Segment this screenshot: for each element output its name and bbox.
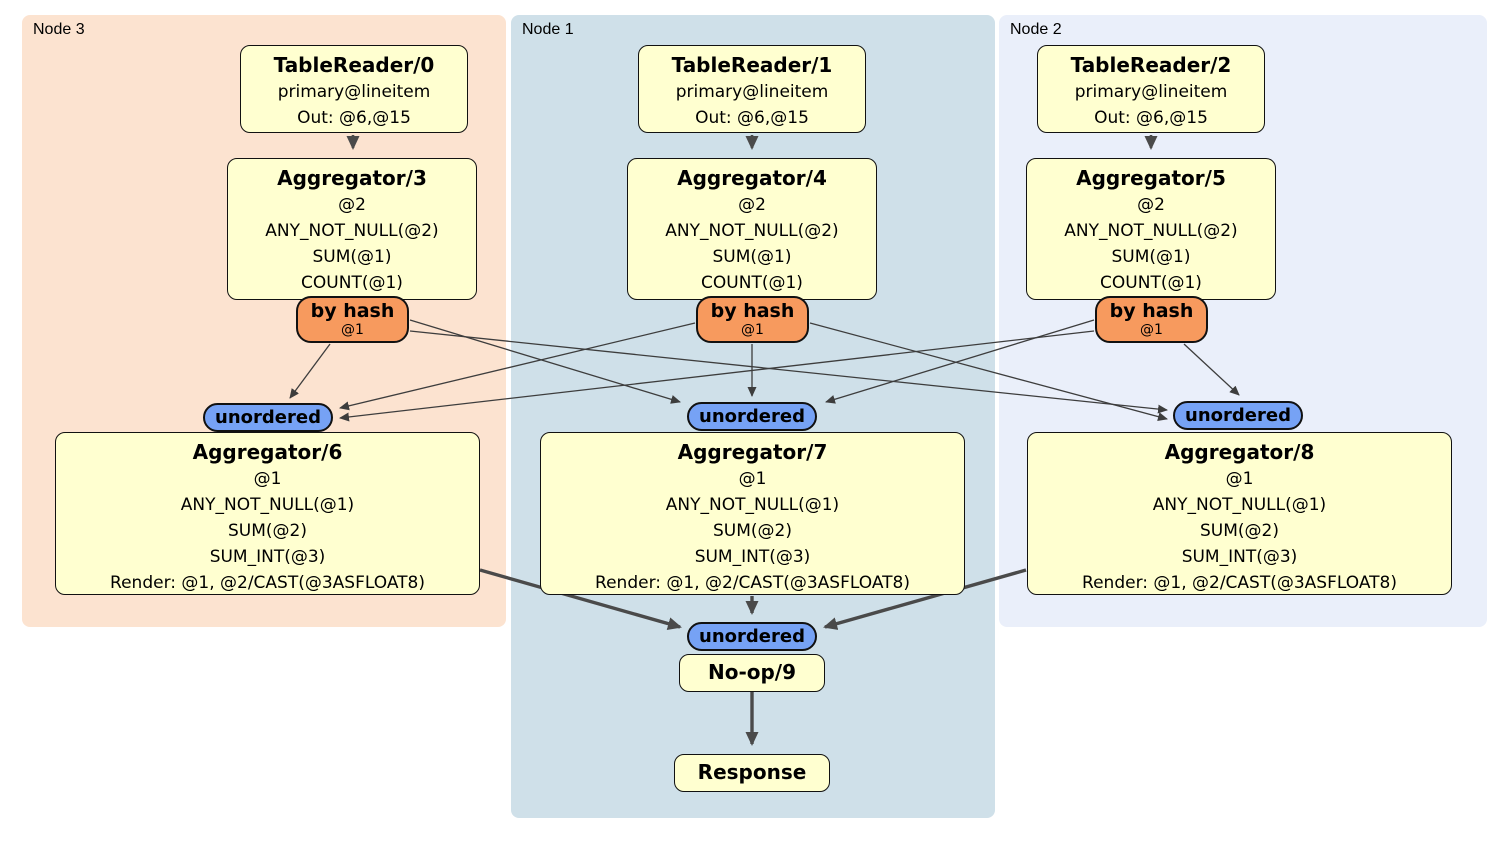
aggregator-5-box: Aggregator/5 @2 ANY_NOT_NULL(@2) SUM(@1)… (1026, 158, 1276, 300)
aggregator-3-title: Aggregator/3 (277, 166, 427, 190)
aggregator-8-row: SUM_INT(@3) (1181, 547, 1298, 567)
aggregator-3-row: @2 (338, 195, 366, 215)
aggregator-8-title: Aggregator/8 (1164, 440, 1315, 464)
by-hash-router-node3: by hash @1 (296, 296, 409, 343)
aggregator-4-row: ANY_NOT_NULL(@2) (665, 221, 839, 241)
by-hash-detail: @1 (1140, 322, 1163, 338)
tablereader-2-index: primary@lineitem (1074, 82, 1228, 102)
unordered-sync-node2: unordered (1173, 401, 1303, 430)
aggregator-6-row: ANY_NOT_NULL(@1) (180, 495, 355, 515)
aggregator-8-row: @1 (1225, 469, 1254, 489)
response-title: Response (697, 760, 807, 784)
aggregator-7-row: SUM_INT(@3) (694, 547, 811, 567)
tablereader-2-title: TableReader/2 (1070, 53, 1232, 77)
tablereader-1-index: primary@lineitem (675, 82, 829, 102)
aggregator-5-row: ANY_NOT_NULL(@2) (1064, 221, 1238, 241)
aggregator-7-row: ANY_NOT_NULL(@1) (665, 495, 840, 515)
by-hash-router-node1: by hash @1 (696, 296, 809, 343)
aggregator-7-row: SUM(@2) (713, 521, 792, 541)
aggregator-4-row: SUM(@1) (712, 247, 792, 267)
tablereader-1-out: Out: @6,@15 (695, 108, 809, 128)
noop-9-title: No-op/9 (707, 660, 797, 684)
aggregator-4-box: Aggregator/4 @2 ANY_NOT_NULL(@2) SUM(@1)… (627, 158, 877, 300)
aggregator-5-row: SUM(@1) (1111, 247, 1191, 267)
tablereader-0-out: Out: @6,@15 (297, 108, 411, 128)
aggregator-4-row: COUNT(@1) (701, 273, 803, 293)
aggregator-6-render-row: Render: @1, @2/CAST(@3ASFLOAT8) (110, 573, 425, 593)
aggregator-8-row: ANY_NOT_NULL(@1) (1152, 495, 1327, 515)
aggregator-3-row: SUM(@1) (312, 247, 392, 267)
aggregator-8-row: SUM(@2) (1200, 521, 1279, 541)
unordered-sync-node3: unordered (203, 403, 333, 432)
noop-9-box: No-op/9 (679, 654, 825, 692)
tablereader-2-box: TableReader/2 primary@lineitem Out: @6,@… (1037, 45, 1265, 133)
tablereader-0-title: TableReader/0 (273, 53, 435, 77)
aggregator-4-row: @2 (738, 195, 766, 215)
aggregator-6-row: SUM(@2) (228, 521, 307, 541)
tablereader-0-index: primary@lineitem (277, 82, 431, 102)
aggregator-3-row: COUNT(@1) (301, 273, 403, 293)
tablereader-1-box: TableReader/1 primary@lineitem Out: @6,@… (638, 45, 866, 133)
aggregator-6-row: SUM_INT(@3) (209, 547, 326, 567)
region-label-node-3: Node 3 (33, 21, 85, 38)
aggregator-7-render-row: Render: @1, @2/CAST(@3ASFLOAT8) (595, 573, 910, 593)
by-hash-label: by hash (310, 300, 395, 322)
aggregator-6-row: @1 (253, 469, 282, 489)
aggregator-5-title: Aggregator/5 (1076, 166, 1226, 190)
aggregator-5-row: @2 (1137, 195, 1165, 215)
by-hash-detail: @1 (741, 322, 764, 338)
aggregator-7-title: Aggregator/7 (677, 440, 828, 464)
unordered-sync-node1: unordered (687, 402, 817, 431)
by-hash-router-node2: by hash @1 (1095, 296, 1208, 343)
by-hash-detail: @1 (341, 322, 364, 338)
aggregator-3-box: Aggregator/3 @2 ANY_NOT_NULL(@2) SUM(@1)… (227, 158, 477, 300)
aggregator-4-title: Aggregator/4 (677, 166, 827, 190)
tablereader-1-title: TableReader/1 (671, 53, 833, 77)
unordered-sync-final: unordered (687, 622, 817, 651)
tablereader-2-out: Out: @6,@15 (1094, 108, 1208, 128)
aggregator-5-row: COUNT(@1) (1100, 273, 1202, 293)
region-label-node-1: Node 1 (522, 21, 574, 38)
aggregator-8-box: Aggregator/8 @1 ANY_NOT_NULL(@1) SUM(@2)… (1027, 432, 1452, 595)
by-hash-label: by hash (710, 300, 795, 322)
aggregator-7-row: @1 (738, 469, 767, 489)
aggregator-3-row: ANY_NOT_NULL(@2) (265, 221, 439, 241)
aggregator-6-box: Aggregator/6 @1 ANY_NOT_NULL(@1) SUM(@2)… (55, 432, 480, 595)
aggregator-6-title: Aggregator/6 (192, 440, 343, 464)
region-label-node-2: Node 2 (1010, 21, 1062, 38)
by-hash-label: by hash (1109, 300, 1194, 322)
tablereader-0-box: TableReader/0 primary@lineitem Out: @6,@… (240, 45, 468, 133)
aggregator-8-render-row: Render: @1, @2/CAST(@3ASFLOAT8) (1082, 573, 1397, 593)
response-box: Response (674, 754, 830, 792)
aggregator-7-box: Aggregator/7 @1 ANY_NOT_NULL(@1) SUM(@2)… (540, 432, 965, 595)
